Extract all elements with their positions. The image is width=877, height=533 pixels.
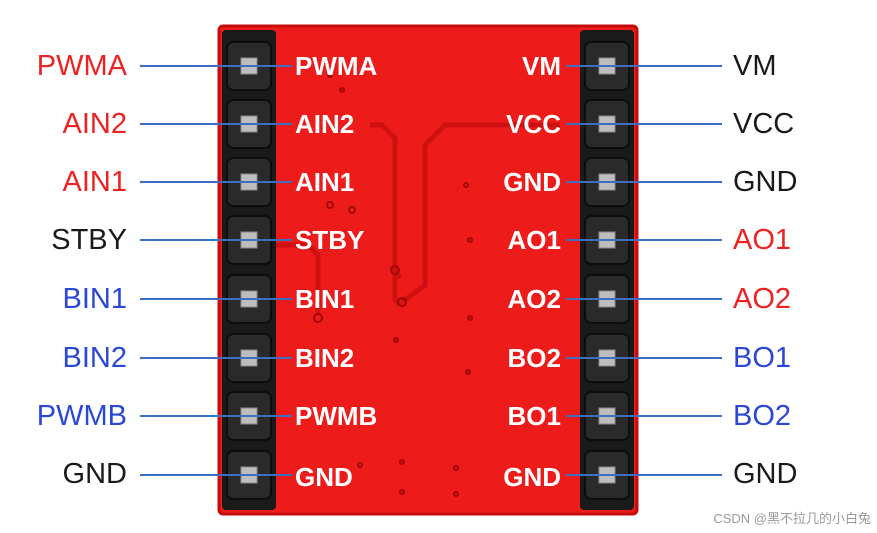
left-label-gnd: GND xyxy=(62,458,127,490)
left-label-pwmb: PWMB xyxy=(36,400,127,432)
pcb-trace xyxy=(400,122,560,305)
right-label-gnd-top: GND xyxy=(733,166,798,198)
board-label-pwma: PWMA xyxy=(295,51,378,81)
pcb-trace xyxy=(370,122,402,307)
board-label-bin1: BIN1 xyxy=(295,284,355,314)
board-label-ain1: AIN1 xyxy=(295,167,355,197)
pcb-vias xyxy=(313,72,473,497)
watermark: CSDN @黑不拉几的小白兔 xyxy=(713,511,871,526)
left-pin-header xyxy=(222,30,276,510)
right-label-gnd-bottom: GND xyxy=(733,458,798,490)
board-label-ao2: AO2 xyxy=(507,284,561,314)
left-label-pwma: PWMA xyxy=(36,50,127,82)
board-label-gnd-right: GND xyxy=(503,462,561,492)
pcb-board xyxy=(217,24,639,516)
board-label-gnd-top: GND xyxy=(503,167,561,197)
board-label-stby: STBY xyxy=(295,225,365,255)
left-label-bin1: BIN1 xyxy=(62,283,127,315)
board-label-bo1: BO1 xyxy=(507,401,561,431)
right-label-bo1: BO1 xyxy=(733,342,792,374)
board-label-bin2: BIN2 xyxy=(295,343,355,373)
right-label-vm: VM xyxy=(733,50,777,82)
board-label-gnd-left: GND xyxy=(295,462,353,492)
board-label-vcc: VCC xyxy=(506,109,561,139)
right-label-ao2: AO2 xyxy=(733,283,792,315)
board-label-ao1: AO1 xyxy=(507,225,561,255)
left-label-ain2: AIN2 xyxy=(62,108,127,140)
left-label-bin2: BIN2 xyxy=(62,342,127,374)
board-label-bo2: BO2 xyxy=(507,343,561,373)
right-label-ao1: AO1 xyxy=(733,224,792,256)
pcb-trace xyxy=(275,242,321,315)
board-label-vm: VM xyxy=(522,51,561,81)
board-label-ain2: AIN2 xyxy=(295,109,355,139)
right-label-vcc: VCC xyxy=(733,108,795,140)
right-pin-header xyxy=(580,30,634,510)
right-label-bo2: BO2 xyxy=(733,400,792,432)
board-label-pwmb: PWMB xyxy=(295,401,378,431)
left-label-stby: STBY xyxy=(51,224,127,256)
left-label-ain1: AIN1 xyxy=(62,166,127,198)
